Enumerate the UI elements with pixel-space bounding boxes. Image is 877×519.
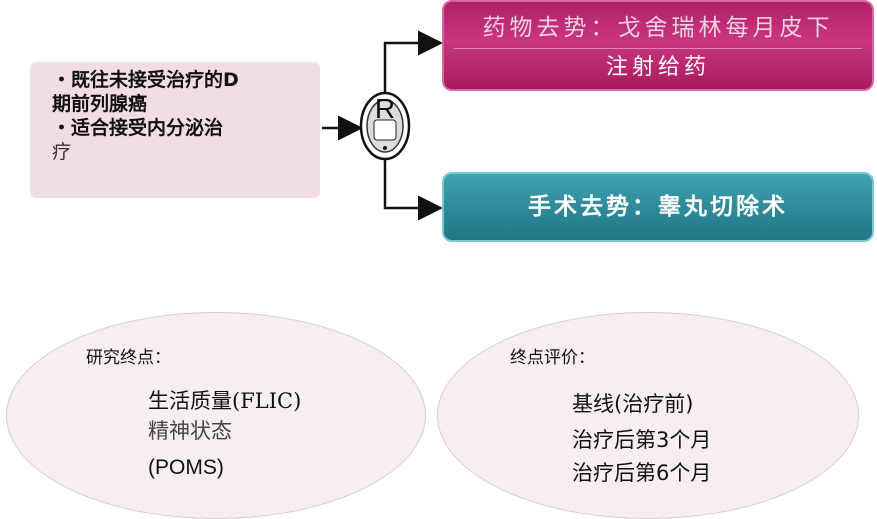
evaluation-item: 治疗后第6个月 <box>572 461 712 485</box>
endpoints-title: 研究终点： <box>86 348 171 367</box>
criteria-line-1: ・既往未接受治疗的D <box>52 69 239 91</box>
criteria-line-2: 期前列腺癌 <box>52 93 148 115</box>
criteria-line-4: 疗 <box>52 141 72 163</box>
arrow-r-to-surgery <box>383 160 443 221</box>
drug-arm-label-bottom: 注射给药 <box>454 48 862 87</box>
randomization-node: R <box>359 91 411 161</box>
surgery-arm-label: 手术去势：睾丸切除术 <box>528 194 788 220</box>
arrow-r-to-drug <box>383 30 443 98</box>
evaluation-item: 治疗后第3个月 <box>572 428 712 452</box>
endpoint-item: 生活质量(FLIC) <box>148 389 302 413</box>
evaluation-item: 基线(治疗前) <box>572 392 694 416</box>
criteria-line-3: ・适合接受内分泌治 <box>52 117 224 139</box>
randomization-label: R <box>375 93 395 124</box>
evaluation-circle <box>437 312 859 519</box>
endpoints-circle <box>6 312 426 519</box>
endpoint-item: 精神状态 <box>148 419 232 443</box>
eligibility-criteria-box: ・既往未接受治疗的D 期前列腺癌 ・适合接受内分泌治 疗 <box>30 62 320 198</box>
drug-castration-arm: 药物去势：戈舍瑞林每月皮下 注射给药 <box>442 0 874 91</box>
drug-arm-label-top: 药物去势：戈舍瑞林每月皮下 <box>482 15 834 41</box>
endpoint-item: (POMS) <box>148 456 224 479</box>
surgical-castration-arm: 手术去势：睾丸切除术 <box>442 172 874 242</box>
evaluation-title: 终点评价： <box>510 348 595 367</box>
